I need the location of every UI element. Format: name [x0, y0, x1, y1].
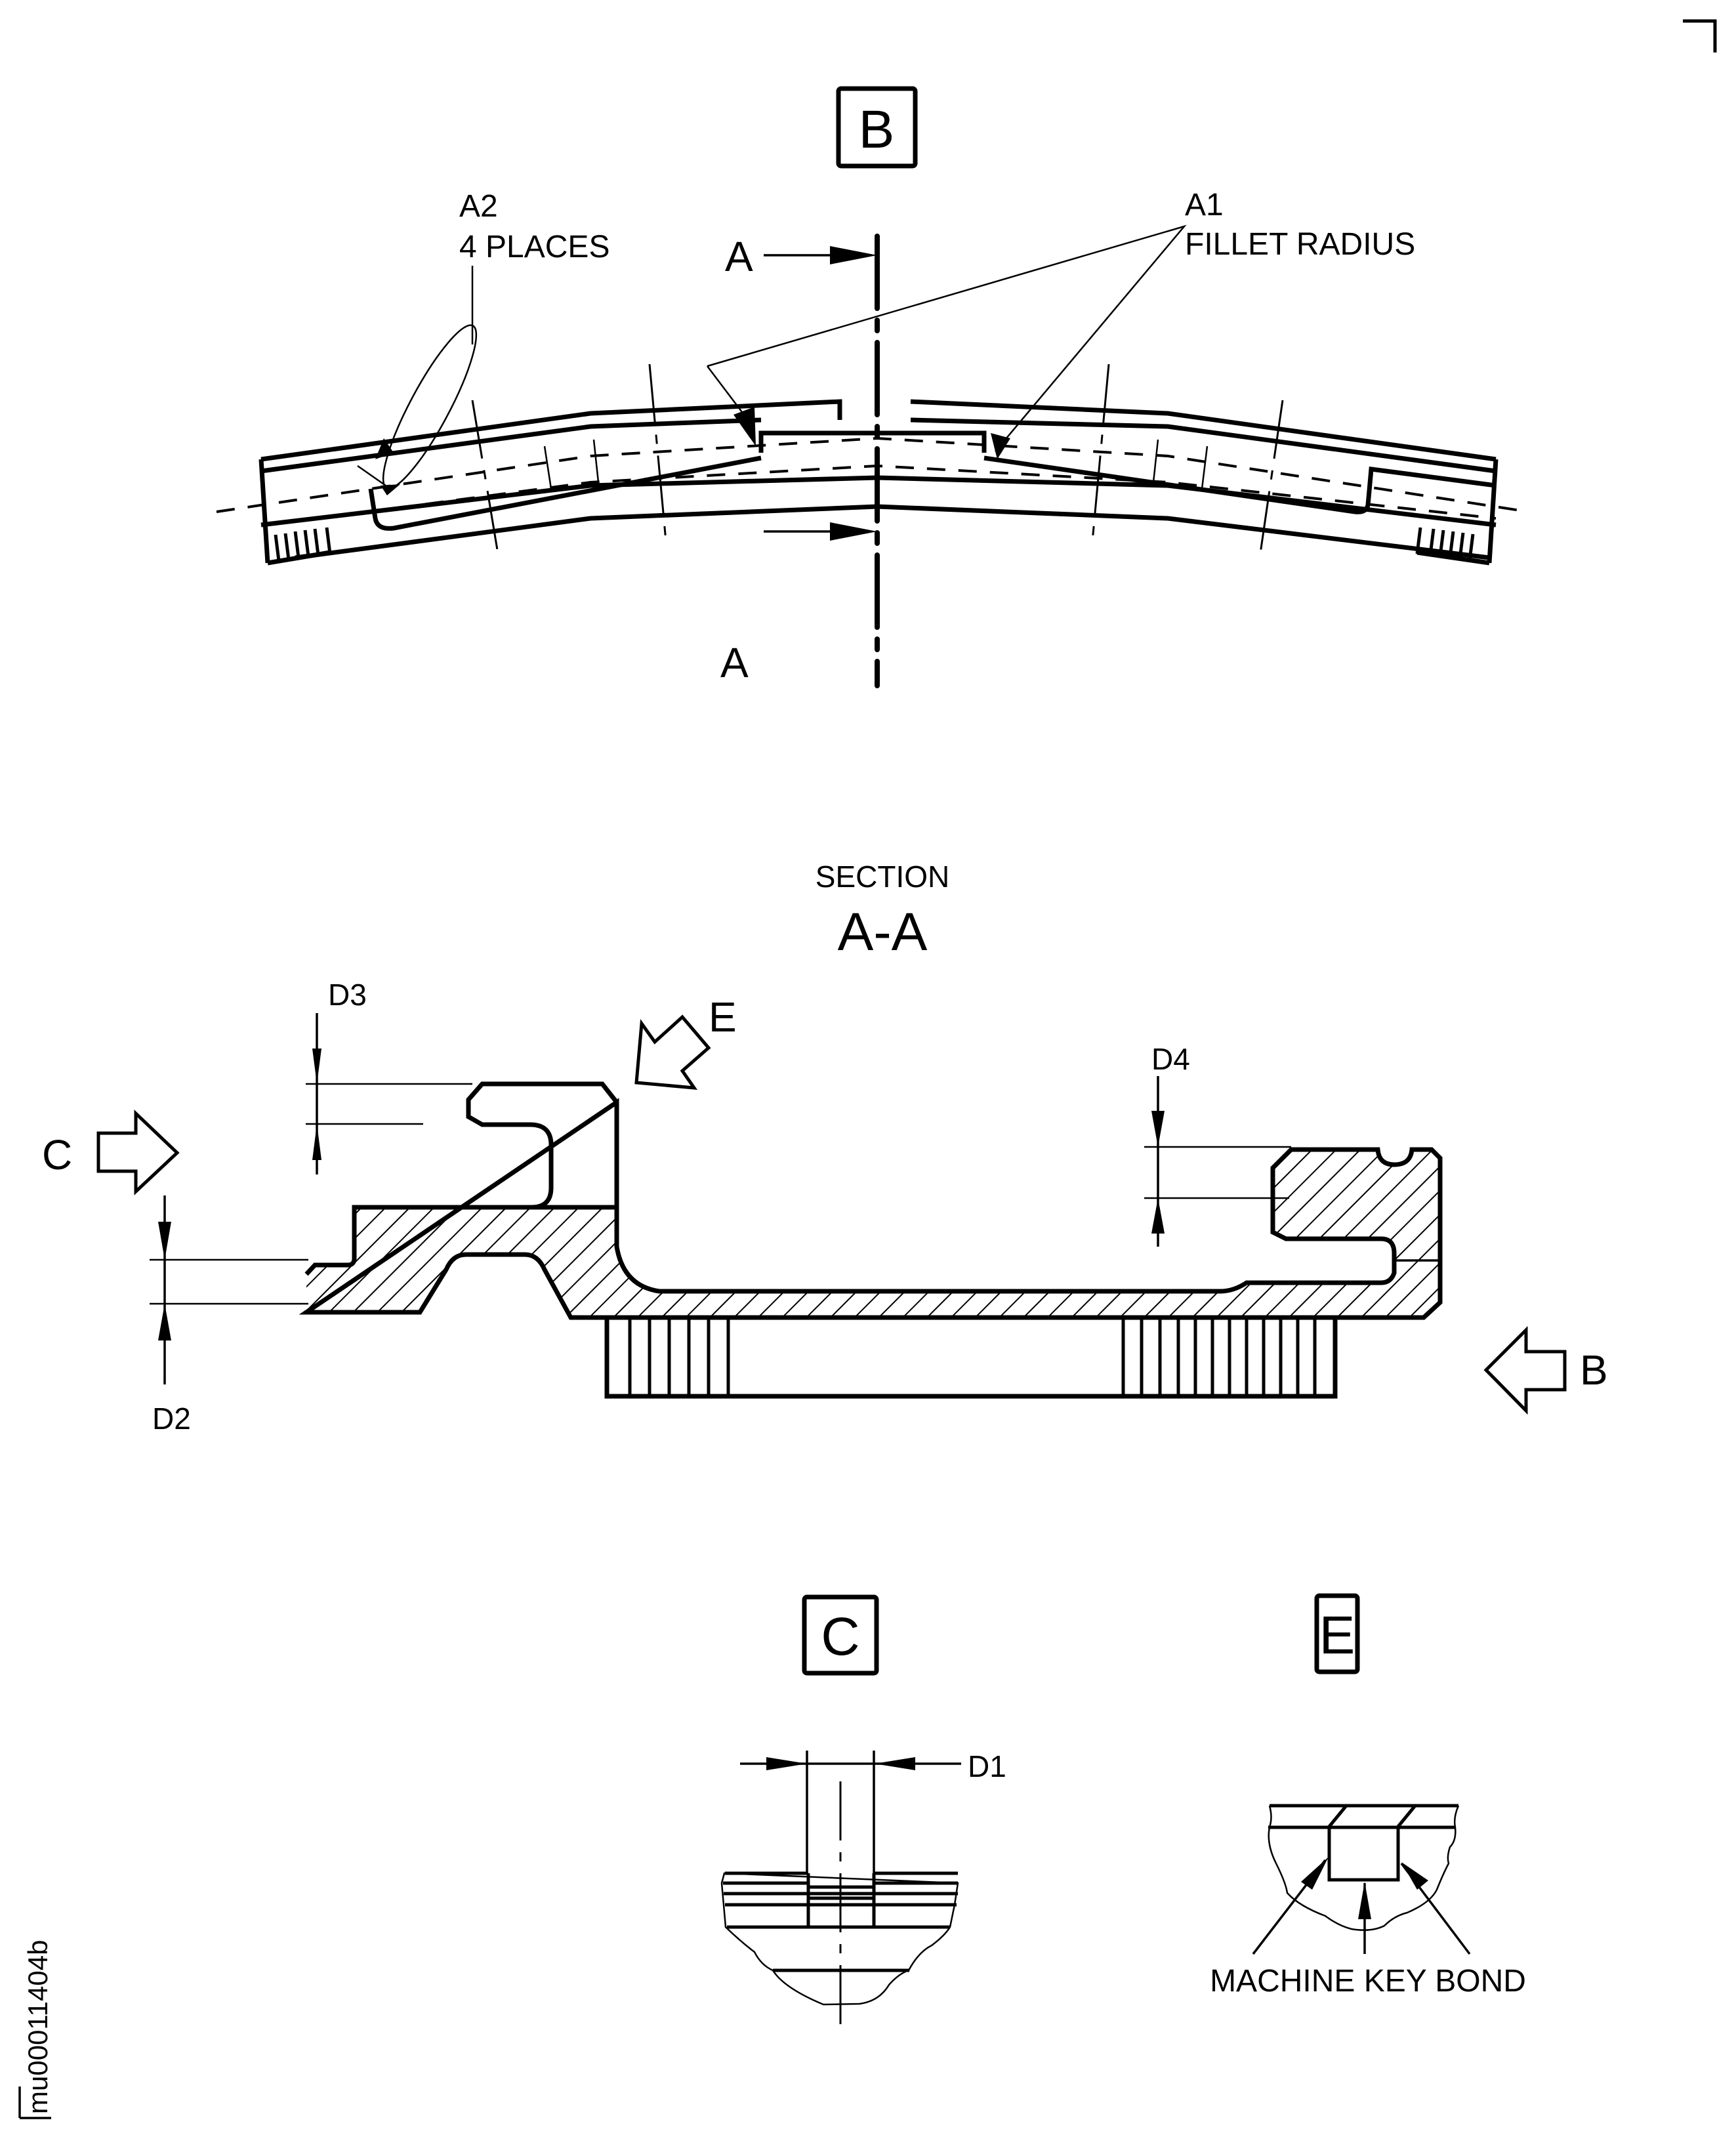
view-e-label: E	[1319, 1606, 1355, 1665]
cut-plane-label-top: A	[725, 233, 753, 280]
section-title-small: SECTION	[816, 860, 949, 894]
figure-id-text: mu00011404b	[22, 1940, 53, 2114]
frame-corner-mark	[1683, 19, 1717, 52]
view-e: E MACHINE KEY BOND	[1210, 1593, 1526, 1999]
view-arrow-e-label: E	[709, 993, 737, 1041]
callout-machine-key-bond: MACHINE KEY BOND	[1210, 1964, 1526, 1999]
callout-a1-line1: A1	[1185, 188, 1224, 222]
a2-leader	[357, 266, 478, 495]
section-teeth	[604, 1315, 1338, 1399]
view-c-label-box	[802, 1594, 879, 1676]
ring-end-teeth-left	[267, 527, 332, 566]
dimension-d2: D2	[150, 1195, 308, 1436]
view-arrow-c: C	[42, 1110, 180, 1195]
view-arrow-e: E	[634, 993, 737, 1090]
view-b-label-box	[836, 86, 918, 169]
view-e-label-box	[1314, 1593, 1360, 1674]
ring-end-teeth-right	[1415, 527, 1490, 566]
a1-leader	[707, 224, 1187, 459]
section-title-large: A-A	[838, 902, 928, 962]
view-arrow-b-label: B	[1580, 1346, 1608, 1394]
section-cut-line-a-a: A A	[720, 233, 880, 688]
callout-a1-line2: FILLET RADIUS	[1185, 227, 1415, 262]
view-c: C D1	[720, 1594, 1006, 2034]
dimension-d1-label: D1	[968, 1749, 1006, 1783]
section-body	[306, 1150, 1440, 1318]
view-c-break-outline	[720, 1872, 959, 2006]
cut-plane-label-bottom: A	[720, 639, 749, 686]
view-arrow-b: B	[1483, 1325, 1608, 1415]
dimension-d2-label: D2	[152, 1402, 191, 1436]
view-e-break-outline	[1268, 1805, 1460, 1931]
callout-a2-line1: A2	[459, 189, 498, 224]
view-b: B A2 4 PLACES A1 FILLET RADIUS A	[216, 86, 1529, 688]
dimension-d3: D3	[306, 978, 472, 1174]
callout-a2-line2: 4 PLACES	[459, 230, 610, 264]
ring-segment	[216, 363, 1529, 566]
view-c-label: C	[821, 1607, 859, 1667]
section-upper-hook	[466, 1081, 619, 1210]
dimension-d4: D4	[1144, 1042, 1291, 1247]
section-a-a: SECTION A-A	[42, 860, 1608, 1436]
figure-id: mu00011404b	[18, 1940, 53, 2119]
dimension-d4-label: D4	[1151, 1042, 1190, 1076]
view-b-label: B	[859, 100, 895, 159]
machine-key	[1327, 1825, 1400, 1882]
view-arrow-c-label: C	[42, 1131, 72, 1178]
dimension-d3-label: D3	[328, 978, 367, 1012]
